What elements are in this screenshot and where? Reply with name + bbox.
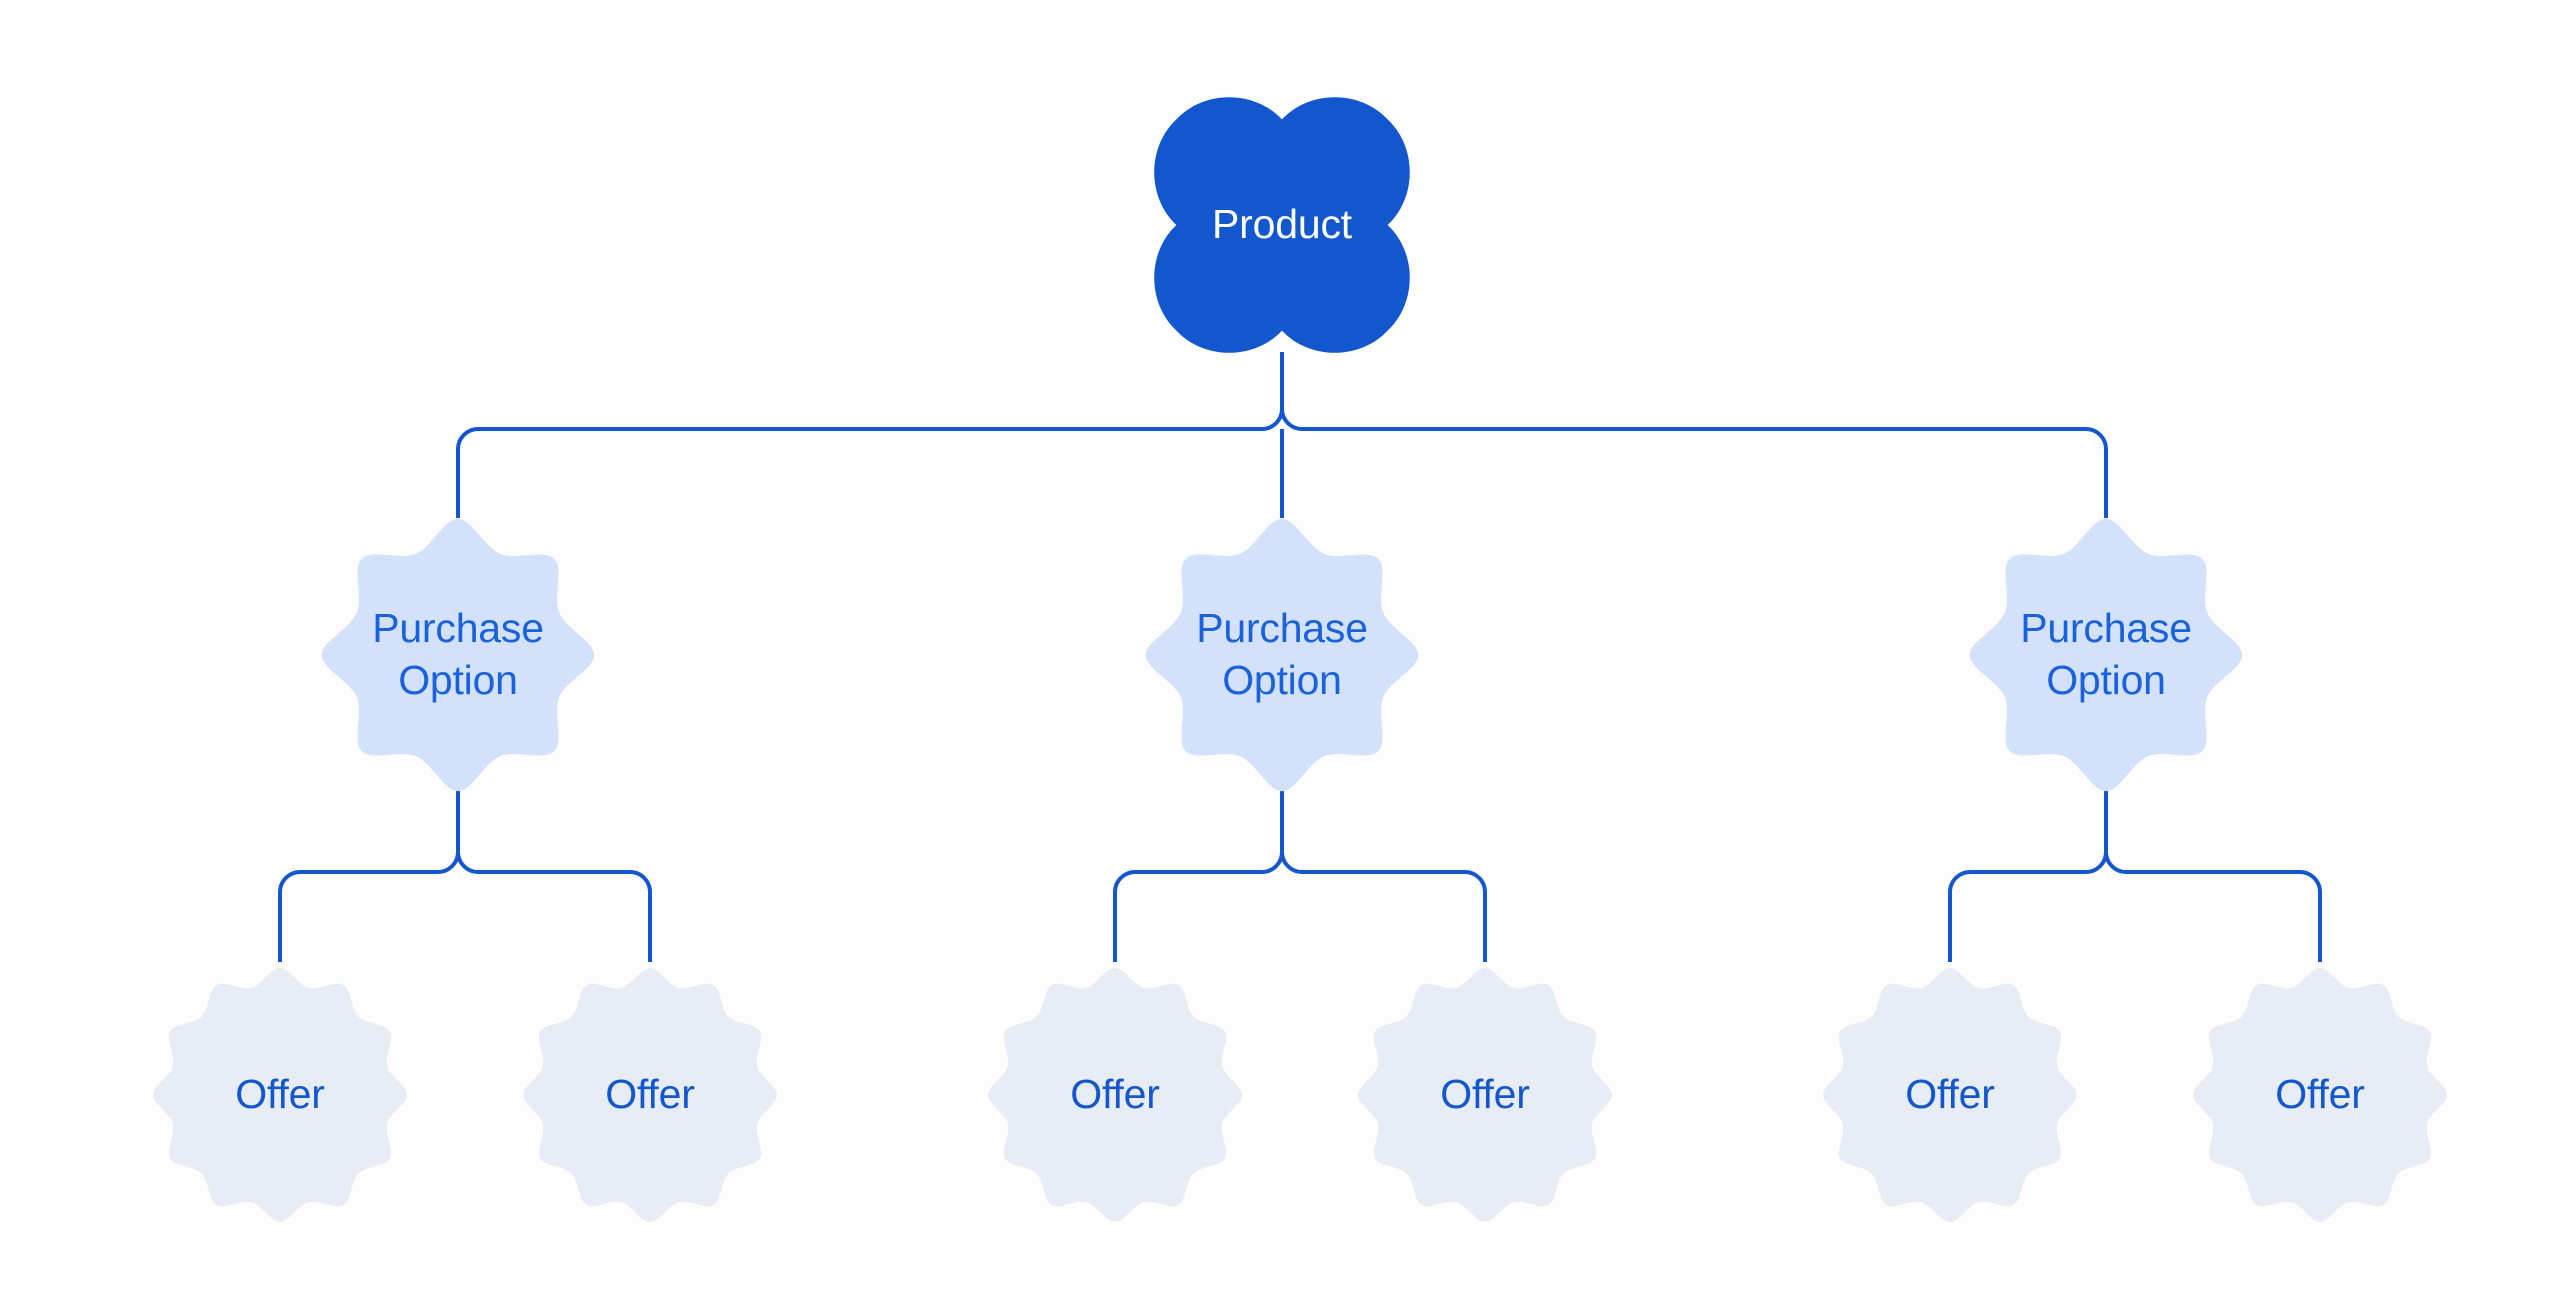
node-product[interactable] <box>1154 97 1410 353</box>
edge-po1-fillet-right <box>456 851 479 874</box>
edge-po2-fillet-right <box>1280 851 1303 874</box>
node-offer-5[interactable] <box>1823 968 2077 1222</box>
edge-po1-to-offer1 <box>278 870 438 962</box>
connector-group <box>278 352 2322 962</box>
edge-po3-to-offer5 <box>1948 870 2086 962</box>
edge-po2-fillet-left <box>1261 851 1284 874</box>
node-po-2[interactable] <box>1145 518 1419 792</box>
edge-po3-fillet-left <box>2085 851 2108 874</box>
node-offer-4[interactable] <box>1358 968 1612 1222</box>
node-offer-2[interactable] <box>523 968 777 1222</box>
product-node-layer <box>1154 97 1410 353</box>
edge-po2-to-offer3 <box>1113 870 1262 962</box>
node-offer-6[interactable] <box>2193 968 2447 1222</box>
edge-po1-to-offer2 <box>478 870 652 962</box>
edge-product-fillet-left <box>1261 408 1284 431</box>
edge-product-to-po1 <box>456 427 1262 518</box>
edge-po1-fillet-left <box>437 851 460 874</box>
edge-po2-to-offer4 <box>1302 870 1487 962</box>
offer-node-layer <box>153 968 2447 1222</box>
edge-product-fillet-right <box>1280 408 1303 431</box>
node-offer-1[interactable] <box>153 968 407 1222</box>
purchase-option-node-layer <box>321 518 2243 792</box>
edge-po3-fillet-right <box>2104 851 2127 874</box>
node-po-3[interactable] <box>1969 518 2243 792</box>
edge-po3-to-offer6 <box>2126 870 2322 962</box>
edge-product-to-po3 <box>1302 427 2108 518</box>
node-offer-3[interactable] <box>988 968 1242 1222</box>
node-po-1[interactable] <box>321 518 595 792</box>
